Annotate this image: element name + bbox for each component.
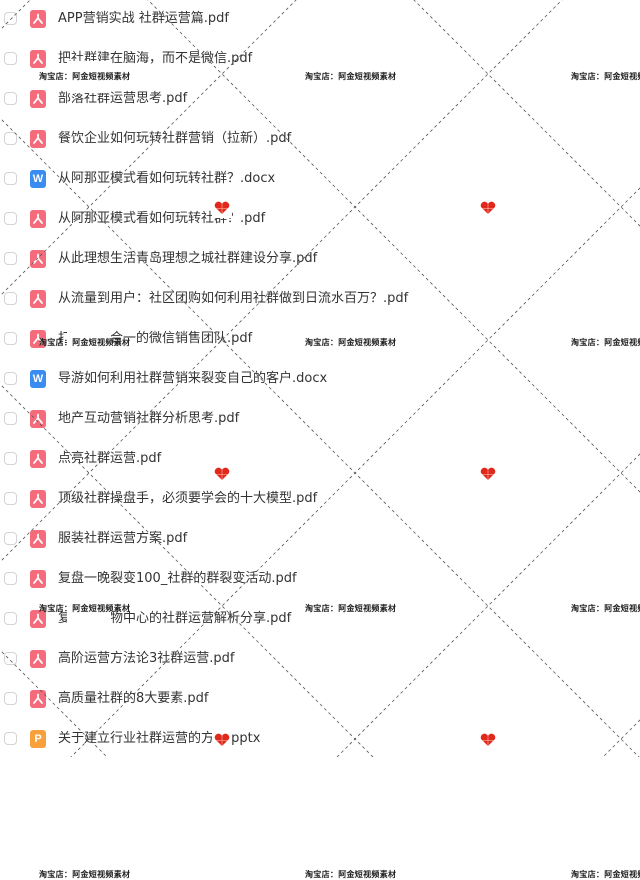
file-name[interactable]: 从阿那亚模式看如何玩转社群？.pdf [58, 211, 266, 226]
pdf-file-icon [30, 610, 46, 628]
row-checkbox[interactable] [4, 12, 17, 25]
watermark-text: 淘宝店：阿金短视频素材 [305, 870, 397, 879]
pdf-file-icon [30, 250, 46, 268]
row-checkbox[interactable] [4, 612, 17, 625]
file-row-2[interactable]: 部落社群运营思考.pdf [0, 80, 640, 120]
file-row-15[interactable]: 复苏期购物中心的社群运营解析分享.pdf [0, 600, 640, 640]
file-name[interactable]: 高质量社群的8大要素.pdf [58, 691, 209, 706]
file-row-9[interactable]: W 导游如何利用社群营销来裂变自己的客户.docx [0, 360, 640, 400]
row-checkbox[interactable] [4, 332, 17, 345]
row-checkbox[interactable] [4, 532, 17, 545]
file-name[interactable]: 点亮社群运营.pdf [58, 451, 162, 466]
file-row-6[interactable]: 从此理想生活青岛理想之城社群建设分享.pdf [0, 240, 640, 280]
file-name[interactable]: 复盘一晚裂变100_社群的群裂变活动.pdf [58, 571, 297, 586]
row-checkbox[interactable] [4, 692, 17, 705]
pdf-file-icon [30, 410, 46, 428]
row-checkbox[interactable] [4, 572, 17, 585]
file-row-16[interactable]: 高阶运营方法论3社群运营.pdf [0, 640, 640, 680]
docx-file-icon: W [30, 370, 46, 388]
pdf-file-icon [30, 90, 46, 108]
file-row-8[interactable]: 打造人机合一的微信销售团队.pdf [0, 320, 640, 360]
pdf-file-icon [30, 570, 46, 588]
row-checkbox[interactable] [4, 452, 17, 465]
row-checkbox[interactable] [4, 92, 17, 105]
file-row-13[interactable]: 服装社群运营方案.pdf [0, 520, 640, 560]
pdf-file-icon [30, 130, 46, 148]
file-row-18[interactable]: P 关于建立行业社群运营的方案.pptx [0, 720, 640, 760]
row-checkbox[interactable] [4, 252, 17, 265]
file-name[interactable]: 餐饮企业如何玩转社群营销（拉新）.pdf [58, 131, 292, 146]
pdf-file-icon [30, 330, 46, 348]
file-row-12[interactable]: 顶级社群操盘手，必须要学会的十大模型.pdf [0, 480, 640, 520]
file-row-7[interactable]: 从流量到用户：社区团购如何利用社群做到日流水百万？.pdf [0, 280, 640, 320]
file-name[interactable]: APP营销实战 社群运营篇.pdf [58, 11, 229, 26]
row-checkbox[interactable] [4, 372, 17, 385]
file-name[interactable]: 把社群建在脑海，而不是微信.pdf [58, 51, 253, 66]
file-name[interactable]: 从阿那亚模式看如何玩转社群？.docx [58, 171, 276, 186]
file-row-1[interactable]: 把社群建在脑海，而不是微信.pdf [0, 40, 640, 80]
file-row-11[interactable]: 点亮社群运营.pdf [0, 440, 640, 480]
file-name[interactable]: 打造人机合一的微信销售团队.pdf [58, 331, 253, 346]
watermark-text: 淘宝店：阿金短视频素材 [39, 870, 131, 879]
row-checkbox[interactable] [4, 652, 17, 665]
file-name[interactable]: 高阶运营方法论3社群运营.pdf [58, 651, 235, 666]
file-row-0[interactable]: APP营销实战 社群运营篇.pdf [0, 0, 640, 40]
file-name[interactable]: 从此理想生活青岛理想之城社群建设分享.pdf [58, 251, 318, 266]
row-checkbox[interactable] [4, 492, 17, 505]
pptx-file-icon: P [30, 730, 46, 748]
watermark-text: 淘宝店：阿金短视频素材 [571, 870, 640, 879]
file-row-3[interactable]: 餐饮企业如何玩转社群营销（拉新）.pdf [0, 120, 640, 160]
file-name[interactable]: 地产互动营销社群分析思考.pdf [58, 411, 240, 426]
pdf-file-icon [30, 650, 46, 668]
file-row-5[interactable]: 从阿那亚模式看如何玩转社群？.pdf [0, 200, 640, 240]
file-row-17[interactable]: 高质量社群的8大要素.pdf [0, 680, 640, 720]
file-name[interactable]: 服装社群运营方案.pdf [58, 531, 188, 546]
file-name[interactable]: 顶级社群操盘手，必须要学会的十大模型.pdf [58, 491, 318, 506]
file-name[interactable]: 部落社群运营思考.pdf [58, 91, 188, 106]
pdf-file-icon [30, 50, 46, 68]
row-checkbox[interactable] [4, 732, 17, 745]
row-checkbox[interactable] [4, 212, 17, 225]
pdf-file-icon [30, 450, 46, 468]
pdf-file-icon [30, 210, 46, 228]
file-row-14[interactable]: 复盘一晚裂变100_社群的群裂变活动.pdf [0, 560, 640, 600]
file-name[interactable]: 导游如何利用社群营销来裂变自己的客户.docx [58, 371, 328, 386]
row-checkbox[interactable] [4, 52, 17, 65]
file-name[interactable]: 关于建立行业社群运营的方案.pptx [58, 731, 261, 746]
row-checkbox[interactable] [4, 412, 17, 425]
pdf-file-icon [30, 10, 46, 28]
file-row-4[interactable]: W 从阿那亚模式看如何玩转社群？.docx [0, 160, 640, 200]
row-checkbox[interactable] [4, 132, 17, 145]
file-row-10[interactable]: 地产互动营销社群分析思考.pdf [0, 400, 640, 440]
file-name[interactable]: 从流量到用户：社区团购如何利用社群做到日流水百万？.pdf [58, 291, 409, 306]
row-checkbox[interactable] [4, 172, 17, 185]
pdf-file-icon [30, 530, 46, 548]
pdf-file-icon [30, 290, 46, 308]
file-name[interactable]: 复苏期购物中心的社群运营解析分享.pdf [58, 611, 292, 626]
row-checkbox[interactable] [4, 292, 17, 305]
pdf-file-icon [30, 690, 46, 708]
docx-file-icon: W [30, 170, 46, 188]
pdf-file-icon [30, 490, 46, 508]
